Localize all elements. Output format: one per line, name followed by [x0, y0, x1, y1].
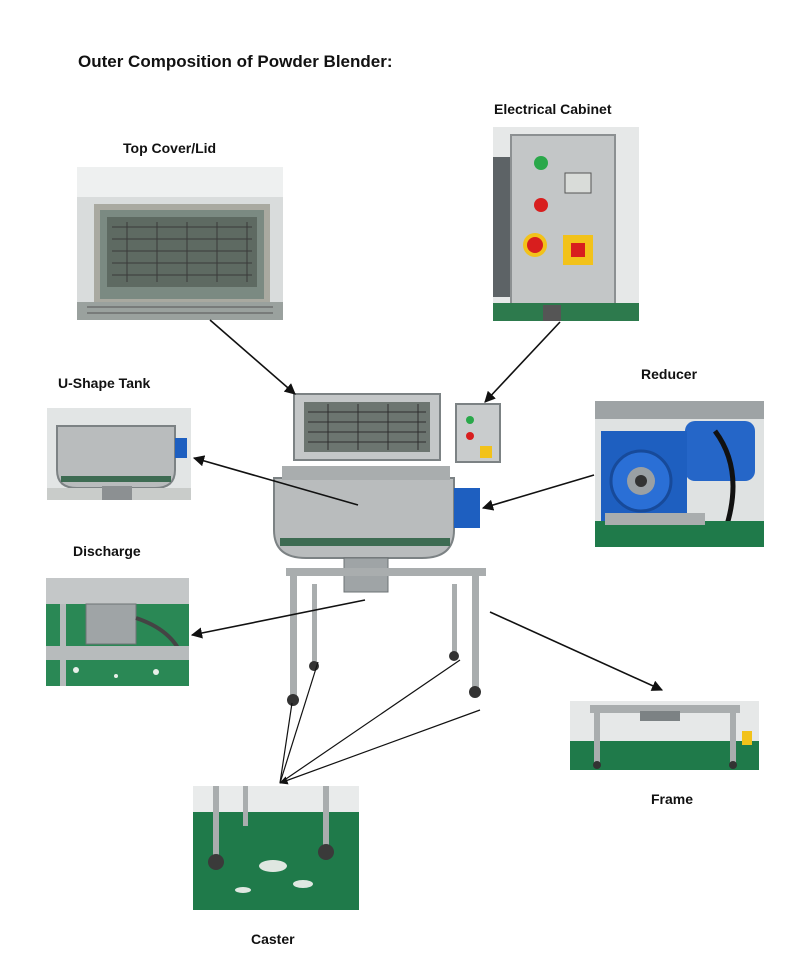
u-shape-tank-photo — [47, 408, 191, 500]
label-top-cover: Top Cover/Lid — [123, 140, 217, 156]
label-discharge: Discharge — [73, 543, 141, 559]
discharge-photo — [46, 578, 189, 686]
electrical-cabinet-photo — [493, 127, 639, 321]
arrow-top-cover — [209, 319, 296, 395]
label-reducer: Reducer — [641, 366, 698, 382]
top-cover-photo — [77, 167, 283, 320]
reducer-photo — [595, 401, 764, 547]
label-frame: Frame — [651, 791, 694, 807]
frame-photo — [570, 701, 759, 770]
label-electrical-cabinet: Electrical Cabinet — [494, 101, 612, 117]
arrow-frame — [489, 611, 664, 691]
label-caster: Caster — [251, 931, 295, 947]
caster-photo — [193, 786, 359, 910]
diagram-title: Outer Composition of Powder Blender: — [78, 52, 393, 71]
arrow-caster-1 — [279, 702, 293, 784]
label-u-shape-tank: U-Shape Tank — [58, 375, 151, 391]
arrow-caster-4 — [279, 709, 481, 785]
powder-blender-machine-photo — [272, 388, 504, 710]
